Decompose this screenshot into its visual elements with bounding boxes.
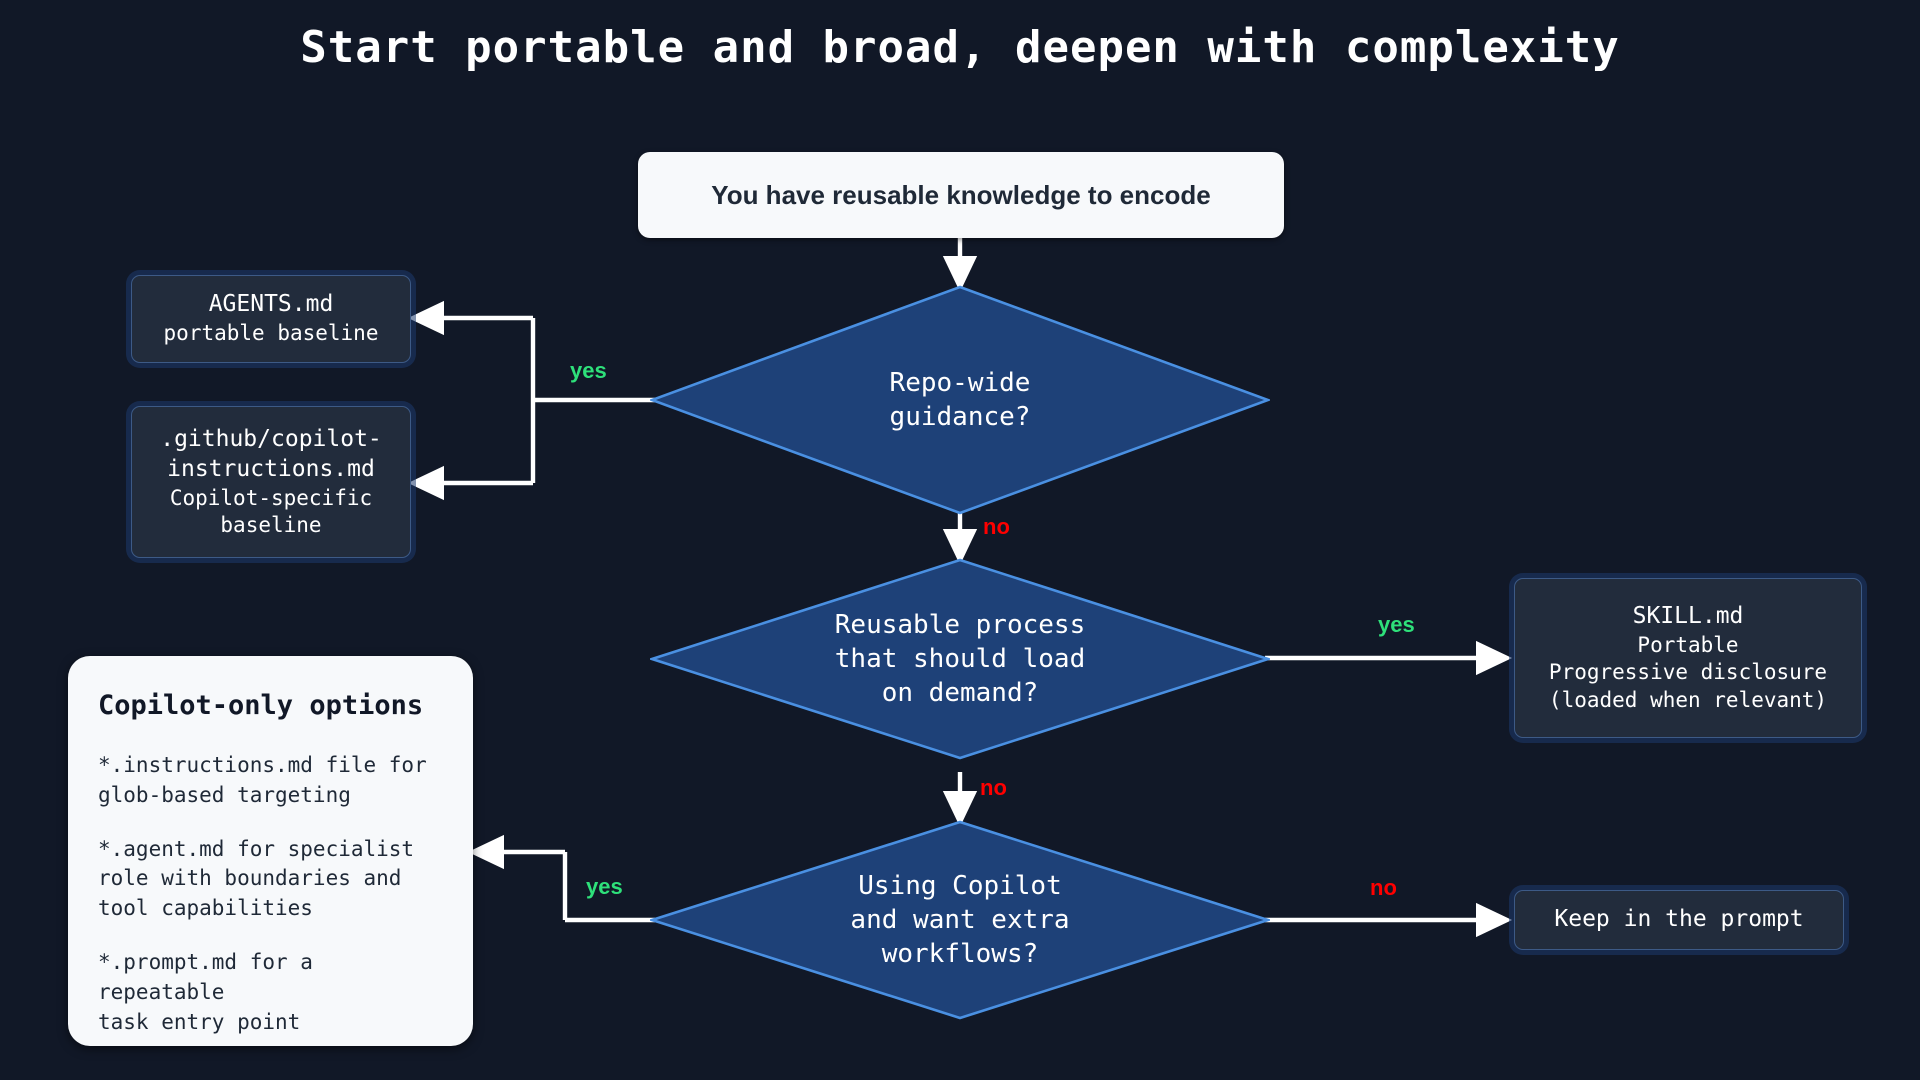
decision-shape-reusable-process — [650, 558, 1270, 760]
page-title: Start portable and broad, deepen with co… — [300, 22, 1620, 73]
result-node-agents-md[interactable]: AGENTS.md portable baseline — [131, 275, 411, 363]
start-node[interactable]: You have reusable knowledge to encode — [638, 152, 1284, 238]
decision-label-using-copilot: Using Copilot and want extra workflows? — [850, 870, 1070, 970]
copilot-only-options-card[interactable]: Copilot-only options *.instructions.md f… — [68, 656, 473, 1046]
edge-label-repo-yes: yes — [570, 358, 607, 383]
decision-shape-repo-wide — [650, 285, 1270, 515]
agents-md-title: AGENTS.md — [208, 291, 334, 318]
edge-label-copilot-yes: yes — [586, 874, 623, 899]
edge-label-process-yes: yes — [1378, 612, 1415, 637]
copilot-card-item-2: *.prompt.md for a repeatable task entry … — [98, 950, 313, 1034]
decision-label-reusable-process: Reusable process that should load on dem… — [834, 609, 1086, 709]
result-node-skill-md[interactable]: SKILL.md Portable Progressive disclosure… — [1514, 578, 1862, 738]
decision-label-repo-wide: Repo-wide guidance? — [889, 367, 1031, 432]
decision-node-reusable-process[interactable]: Reusable process that should load on dem… — [650, 558, 1270, 760]
start-node-label: You have reusable knowledge to encode — [711, 179, 1211, 210]
skill-md-title: SKILL.md — [1632, 603, 1744, 630]
copilot-card-item-0: *.instructions.md file for glob-based ta… — [98, 753, 427, 807]
copilot-instructions-title: .github/copilot- instructions.md — [160, 425, 382, 482]
decision-shape-using-copilot — [650, 820, 1270, 1020]
skill-md-subtitle: Portable Progressive disclosure (loaded … — [1548, 633, 1828, 712]
edge-label-repo-no: no — [983, 514, 1010, 539]
edge-label-process-no: no — [980, 775, 1007, 800]
decision-node-repo-wide[interactable]: Repo-wide guidance? — [650, 285, 1270, 515]
copilot-card-item-1: *.agent.md for specialist role with boun… — [98, 836, 415, 921]
keep-in-prompt-title: Keep in the prompt — [1554, 906, 1804, 933]
copilot-instructions-subtitle: Copilot-specific baseline — [169, 485, 373, 537]
agents-md-subtitle: portable baseline — [163, 321, 379, 346]
result-node-copilot-instructions[interactable]: .github/copilot- instructions.md Copilot… — [131, 406, 411, 558]
edge-label-copilot-no: no — [1370, 875, 1397, 900]
copilot-card-heading: Copilot-only options — [98, 690, 424, 721]
result-node-keep-in-prompt[interactable]: Keep in the prompt — [1514, 890, 1844, 950]
decision-node-using-copilot[interactable]: Using Copilot and want extra workflows? — [650, 820, 1270, 1020]
